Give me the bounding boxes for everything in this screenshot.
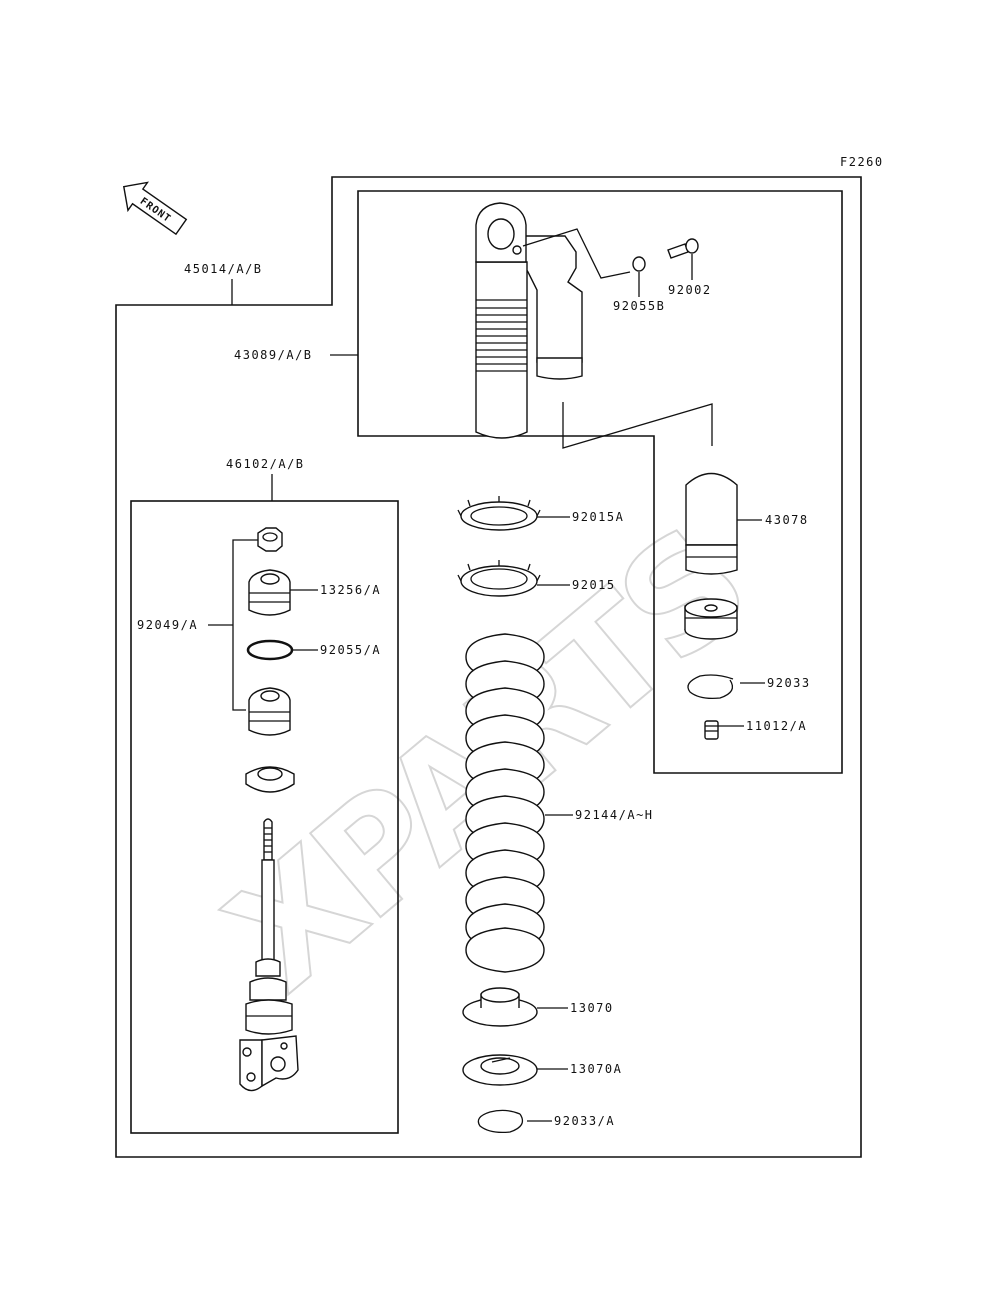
reservoir-43078-part xyxy=(685,472,738,575)
piston-lower-part xyxy=(248,687,291,736)
label-92049: 92049/A xyxy=(137,618,198,632)
label-46102: 46102/A/B xyxy=(226,457,305,471)
circlip-92033-part xyxy=(687,674,734,700)
label-92055a: 92055/A xyxy=(320,643,381,657)
seat-13070-part xyxy=(462,987,538,1027)
label-11012: 11012/A xyxy=(746,719,807,733)
label-92055b: 92055B xyxy=(613,299,665,313)
bolt-92002-part xyxy=(667,238,699,259)
label-13256: 13256/A xyxy=(320,583,381,597)
rod-outline xyxy=(130,500,399,1134)
label-43089: 43089/A/B xyxy=(234,348,313,362)
spring-92144-part xyxy=(465,633,545,973)
nut-92049-part xyxy=(257,527,283,552)
seal-part xyxy=(245,766,295,793)
front-arrow-icon: FRONT xyxy=(122,181,188,236)
oring-92055a-part xyxy=(246,639,294,661)
body-outline xyxy=(357,190,843,774)
ringnut-92015a-part xyxy=(457,496,541,531)
circlip-92033a-part xyxy=(477,1109,524,1134)
piston-13256-part xyxy=(248,569,291,616)
oring-92055b-part xyxy=(632,256,646,272)
label-92015a: 92015A xyxy=(572,510,624,524)
reservoir-piston-part xyxy=(684,598,738,640)
label-43078: 43078 xyxy=(765,513,809,527)
shock-body-part xyxy=(475,202,583,439)
label-13070a: 13070A xyxy=(570,1062,622,1076)
label-45014: 45014/A/B xyxy=(184,262,263,276)
piston-rod-part xyxy=(239,818,299,1092)
label-13070: 13070 xyxy=(570,1001,614,1015)
assembly-outline xyxy=(115,176,862,1158)
label-92033: 92033 xyxy=(767,676,811,690)
stopper-13070a-part xyxy=(462,1054,538,1086)
label-92015: 92015 xyxy=(572,578,616,592)
valve-11012-part xyxy=(704,720,719,740)
figure-code: F2260 xyxy=(840,155,884,169)
label-92033a: 92033/A xyxy=(554,1114,615,1128)
label-92002: 92002 xyxy=(668,283,712,297)
ringnut-92015-part xyxy=(457,560,541,597)
label-92144: 92144/A~H xyxy=(575,808,654,822)
